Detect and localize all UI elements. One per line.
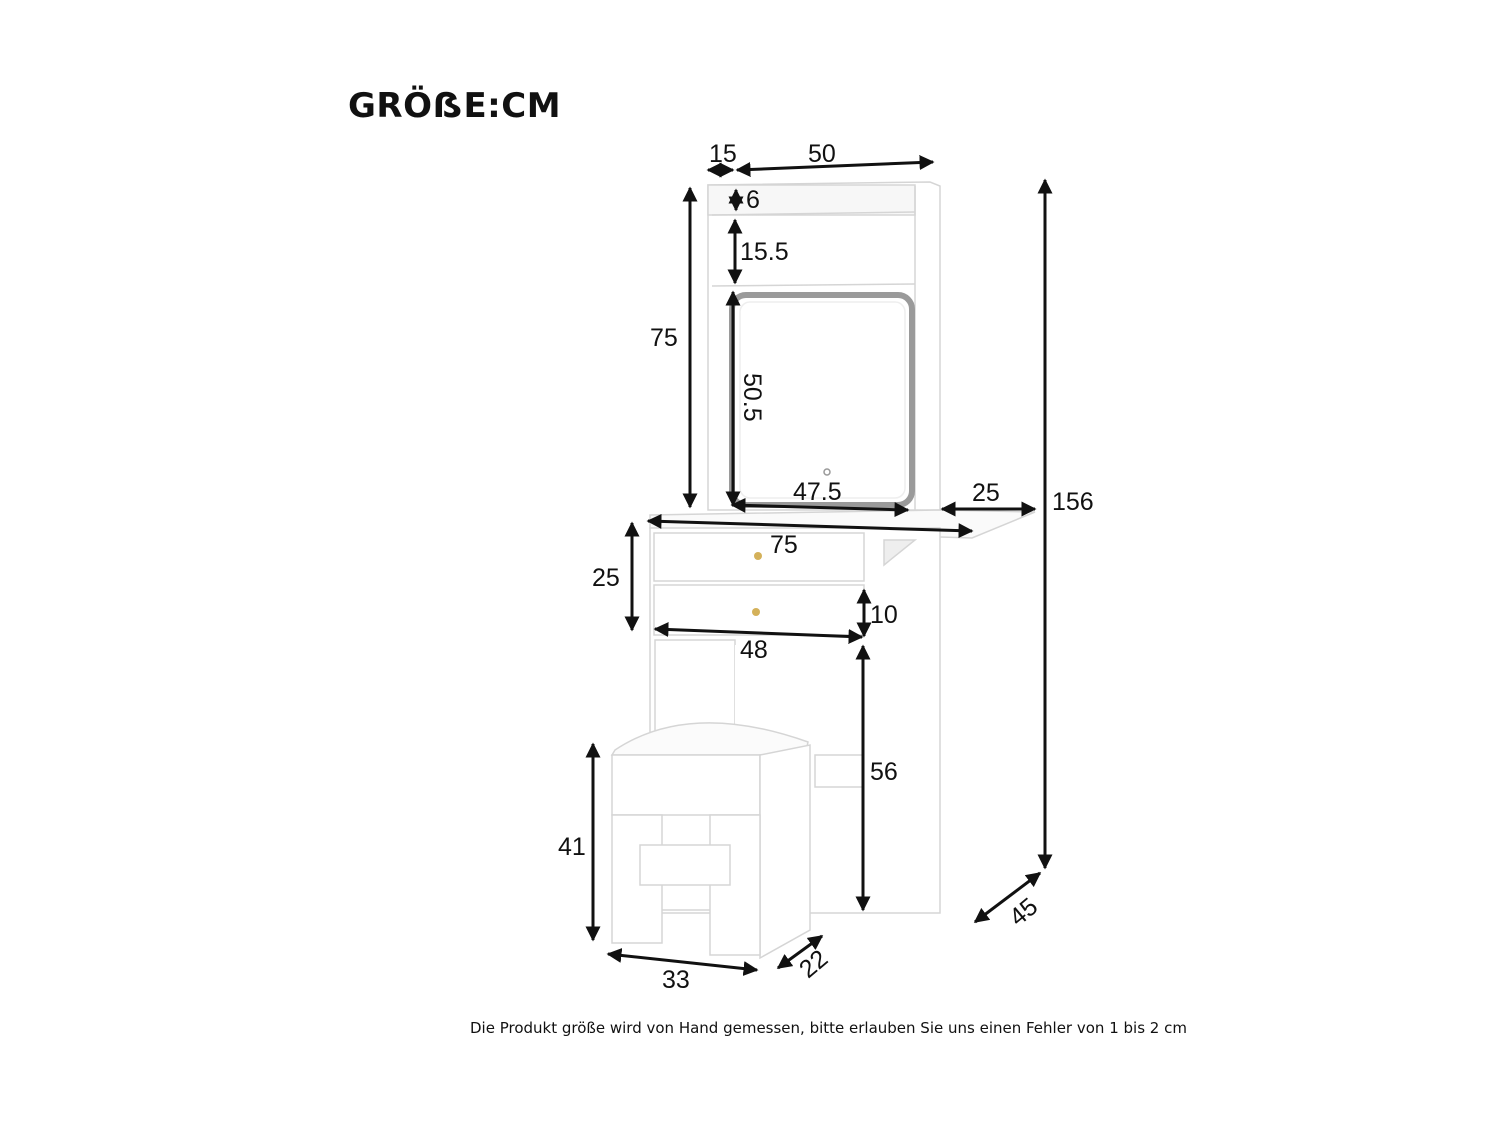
dim-mirror-width: 47.5 — [793, 478, 842, 506]
dim-drawer-width: 48 — [740, 636, 768, 664]
measurement-disclaimer: Die Produkt größe wird von Hand gemessen… — [470, 1019, 1187, 1037]
dim-drawer-section-height: 25 — [592, 564, 620, 592]
dim-side-depth-top: 15 — [709, 140, 737, 168]
dim-desk-width: 75 — [770, 531, 798, 559]
dim-mirror-height: 50.5 — [738, 373, 766, 422]
stool — [610, 722, 811, 960]
dim-shelf-height: 15.5 — [740, 238, 789, 266]
dimension-lines — [585, 155, 1053, 977]
page-title: GRÖẞE:CM — [348, 86, 562, 126]
dim-stool-width: 33 — [662, 966, 690, 994]
dim-drawer-height: 10 — [870, 601, 898, 629]
dim-top-panel-height: 6 — [746, 186, 760, 214]
dim-upper-height: 75 — [650, 324, 678, 352]
dim-leg-height: 56 — [870, 758, 898, 786]
dim-total-height: 156 — [1052, 488, 1094, 516]
dim-top-width: 50 — [808, 140, 836, 168]
dim-extension-width: 25 — [972, 479, 1000, 507]
hutch — [707, 181, 941, 511]
dim-stool-height: 41 — [558, 833, 586, 861]
